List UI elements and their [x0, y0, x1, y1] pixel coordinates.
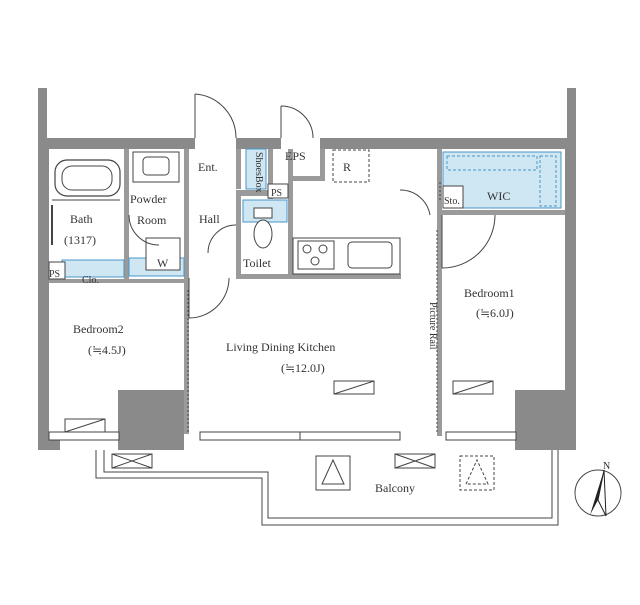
wic-shelf: [446, 155, 538, 171]
balcony-outline: [95, 450, 559, 526]
powder-room-label-2: Room: [137, 213, 167, 227]
shoes-box-area: [245, 148, 267, 190]
ps-box-hall: [267, 183, 289, 199]
burner-2: [318, 244, 328, 254]
kitchen-sink: [347, 241, 393, 269]
toilet-label: Toilet: [243, 256, 271, 270]
wic-shelf-side: [539, 155, 557, 207]
toilet-bowl: [253, 219, 273, 249]
ps-box-left: [48, 261, 66, 280]
ps-hall-label: PS: [271, 188, 283, 199]
bath-size-label: (1317): [64, 233, 96, 247]
storage-label: Sto.: [444, 196, 460, 207]
bedroom1-size: (≒6.0J): [476, 306, 514, 320]
balcony-symbols: [111, 453, 495, 491]
bathtub-inner: [61, 165, 113, 191]
bedroom2-label: Bedroom2: [73, 322, 124, 336]
powder-room-label-1: Powder: [130, 192, 167, 206]
refrigerator-label: R: [343, 160, 352, 174]
bath-label: Bath: [70, 212, 93, 226]
burner-1: [302, 244, 312, 254]
window-marks: [64, 380, 494, 433]
hall-label: Hall: [199, 212, 220, 226]
refrigerator-space: [332, 149, 370, 183]
burner-3: [310, 256, 320, 266]
interior-walls: [49, 149, 565, 436]
bedroom2-size: (≒4.5J): [88, 343, 126, 357]
wic-area: [442, 151, 562, 209]
wic-label: WIC: [487, 189, 511, 203]
eps-label: EPS: [285, 149, 306, 163]
exterior-walls: [38, 138, 576, 450]
toilet-tank: [253, 207, 273, 219]
washer: [145, 237, 181, 271]
balcony-label: Balcony: [375, 481, 415, 495]
entrance-label: Ent.: [198, 160, 218, 174]
column-left: [38, 88, 47, 143]
shoes-box-label: ShoesBox: [253, 152, 264, 193]
ldk-size: (≒12.0J): [281, 361, 325, 375]
compass-north-label: N: [603, 461, 611, 472]
column-right: [567, 88, 576, 143]
doors: [128, 93, 496, 319]
compass-icon: [574, 469, 622, 517]
closet-label: Clo.: [82, 275, 99, 286]
sash-windows: [48, 431, 517, 441]
vanity-basin: [142, 156, 170, 176]
dashed-lines: [187, 180, 441, 432]
bedroom1-label: Bedroom1: [464, 286, 515, 300]
ldk-label: Living Dining Kitchen: [226, 340, 336, 354]
ps-left-label: PS: [49, 269, 61, 280]
washer-label: W: [157, 256, 169, 270]
picture-rail-label: Picture Rail: [427, 302, 438, 350]
storage-box: [442, 185, 464, 209]
